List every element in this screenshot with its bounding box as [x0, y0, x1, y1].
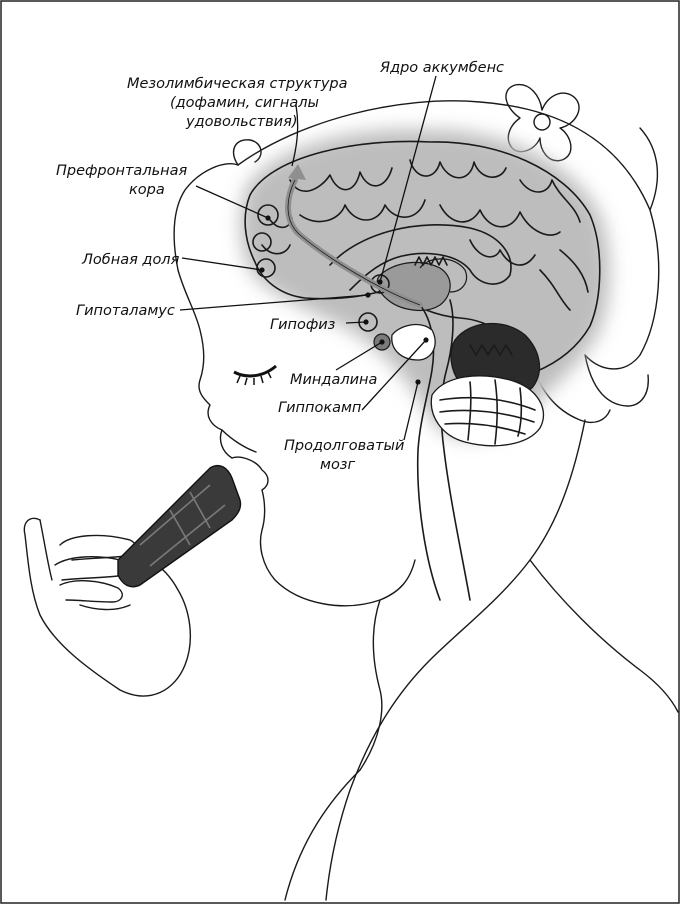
label-hippocampus: Гиппокамп	[278, 400, 361, 416]
closed-eye-icon	[233, 364, 277, 386]
label-prefrontal-line1: Префронтальная	[56, 163, 187, 179]
label-mesolimbic-line1: Мезолимбическая структура	[127, 76, 348, 92]
leader-lines	[179, 75, 437, 441]
label-hypothalamus: Гипоталамус	[76, 303, 175, 319]
head-silhouette	[173, 100, 679, 901]
brain-cerebellum	[430, 322, 545, 447]
label-frontal-lobe: Лобная доля	[81, 252, 180, 268]
label-mesolimbic-line2: (дофамин, сигналы	[170, 95, 319, 111]
label-mesolimbic-line3: удовольствия)	[185, 114, 297, 130]
label-medulla-line2: мозг	[320, 457, 356, 473]
mesolimbic-pathway-arrow	[285, 164, 423, 308]
label-nucleus-accumbens: Ядро аккумбенс	[379, 60, 504, 76]
label-medulla-line1: Продолговатый	[284, 438, 404, 454]
label-amygdala: Миндалина	[290, 372, 377, 388]
label-prefrontal-line2: кора	[129, 182, 165, 198]
label-pituitary: Гипофиз	[270, 317, 336, 333]
chocolate-bar-icon	[117, 464, 242, 588]
